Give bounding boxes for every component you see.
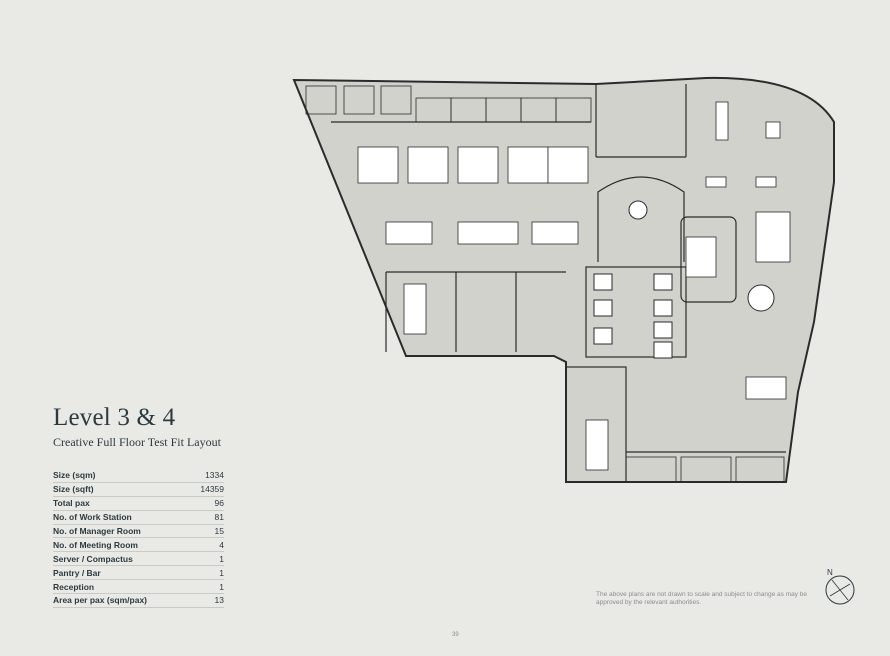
- spec-label: No. of Manager Room: [53, 524, 190, 539]
- spec-value: 15: [189, 524, 224, 539]
- spec-value: 13: [189, 593, 224, 608]
- lounge-seating: [705, 101, 791, 263]
- spec-label: Total pax: [53, 496, 190, 511]
- spec-label: Reception: [53, 579, 190, 595]
- page-subtitle: Creative Full Floor Test Fit Layout: [53, 435, 221, 449]
- north-compass-icon: N: [825, 568, 855, 605]
- partitions: [331, 84, 786, 483]
- specs-table: Size (sqm)1334 Size (sqft)14359 Total pa…: [53, 469, 224, 608]
- reception-round-table: [747, 284, 775, 312]
- spec-value: 1: [189, 579, 224, 595]
- workstation-clusters: [357, 146, 787, 471]
- spec-value: 1334: [189, 469, 224, 483]
- spec-label: No. of Work Station: [53, 510, 190, 525]
- spec-label: Server / Compactus: [53, 551, 190, 567]
- spec-label: Area per pax (sqm/pax): [53, 593, 190, 608]
- spec-label: Size (sqft): [53, 482, 190, 497]
- manager-rooms: [305, 85, 785, 483]
- disclaimer-note: The above plans are not drawn to scale a…: [596, 591, 808, 606]
- spec-label: No. of Meeting Room: [53, 537, 190, 553]
- floor-plan: [292, 76, 835, 483]
- spec-value: 81: [189, 510, 224, 525]
- lift-bank: [593, 273, 673, 359]
- compass-label: N: [827, 568, 833, 577]
- pantry-island: [628, 200, 648, 220]
- page-title: Level 3 & 4: [53, 404, 176, 431]
- spec-value: 14359: [189, 482, 224, 497]
- spec-row: Size (sqft)14359: [53, 482, 224, 497]
- spec-row: Area per pax (sqm/pax)13: [53, 593, 224, 608]
- spec-value: 1: [189, 551, 224, 567]
- spec-value: 4: [189, 537, 224, 553]
- spec-label: Size (sqm): [53, 469, 190, 483]
- spec-value: 1: [189, 565, 224, 581]
- page-number: 39: [452, 632, 459, 638]
- spec-row: Size (sqm)1334: [53, 469, 224, 483]
- spec-label: Pantry / Bar: [53, 565, 190, 581]
- spec-value: 96: [189, 496, 224, 511]
- floor-outline: [292, 76, 835, 483]
